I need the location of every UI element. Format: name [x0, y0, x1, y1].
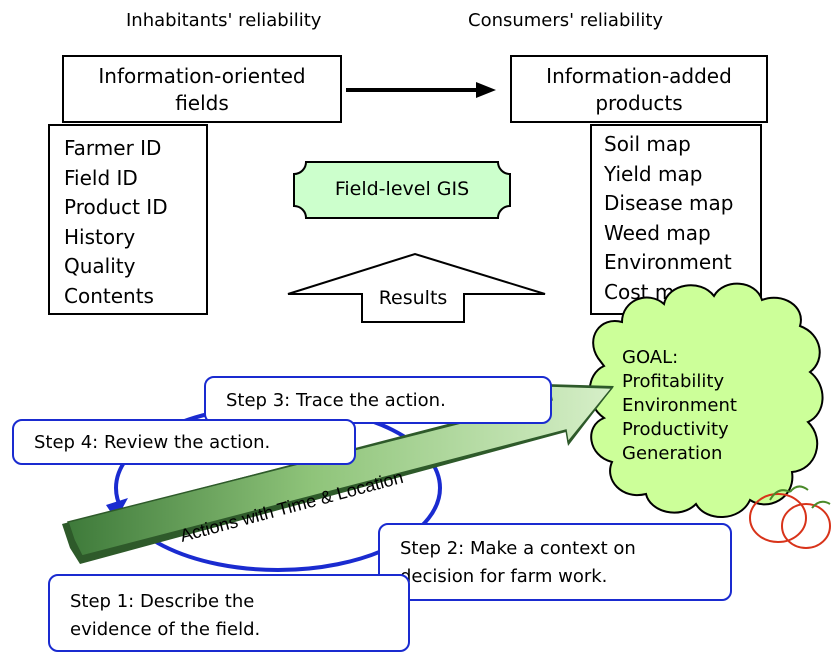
left-list-item: Quality [64, 254, 136, 278]
left-list-item: Field ID [64, 165, 138, 190]
step-3-text: Step 3: Trace the action. [226, 390, 446, 411]
left-list-item: Farmer ID [64, 136, 162, 160]
results-up-arrow [287, 252, 546, 323]
left-title-line2: fields [175, 91, 229, 115]
step-2-line2: decision for farm work. [400, 566, 608, 587]
step-1-line1: Step 1: Describe the [70, 591, 255, 612]
header-inhabitants-reliability: Inhabitants' reliability [126, 10, 322, 31]
goal-item: Generation [622, 443, 723, 464]
right-list-item: Disease map [604, 191, 734, 215]
results-label: Results [378, 287, 448, 309]
tomato-icon [749, 485, 831, 549]
field-level-gis-label: Field-level GIS [334, 178, 470, 200]
field-level-gis-plaque [293, 161, 511, 219]
left-list-box: Farmer ID Field ID Product ID History Qu… [48, 124, 208, 315]
left-title-line1: Information-oriented [98, 64, 306, 88]
step-3-box: Step 3: Trace the action. [204, 376, 552, 424]
right-list-item: Weed map [604, 220, 711, 245]
step-4-text: Step 4: Review the action. [34, 432, 271, 453]
goal-item: Profitability [622, 371, 725, 392]
step-2-box: Step 2: Make a context on decision for f… [378, 523, 732, 601]
goal-title: GOAL: [622, 347, 679, 368]
goal-item: Environment [622, 395, 737, 416]
left-list-item: Contents [64, 283, 154, 308]
left-list-item: Product ID [64, 195, 168, 219]
goal-item: Productivity [622, 419, 729, 440]
step-1-box: Step 1: Describe the evidence of the fie… [48, 574, 410, 652]
right-list-item: Yield map [604, 161, 703, 186]
right-list-item: Soil map [604, 132, 691, 156]
left-list-item: History [64, 224, 136, 249]
right-title-line2: products [595, 91, 683, 115]
step-1-line2: evidence of the field. [70, 619, 261, 640]
actions-arrow [62, 384, 614, 564]
step-2-line1: Step 2: Make a context on [400, 538, 636, 559]
header-consumers-reliability: Consumers' reliability [468, 10, 664, 31]
right-title-box: Information-added products [510, 55, 768, 123]
left-title-box: Information-oriented fields [62, 55, 342, 123]
goal-cloud [588, 282, 824, 518]
connector-arrow [346, 82, 496, 98]
right-title-line1: Information-added [546, 64, 732, 88]
right-list-item: Environment [604, 250, 732, 274]
step-4-box: Step 4: Review the action. [12, 419, 356, 465]
goal-text: GOAL: Profitability Environment Producti… [622, 346, 737, 466]
